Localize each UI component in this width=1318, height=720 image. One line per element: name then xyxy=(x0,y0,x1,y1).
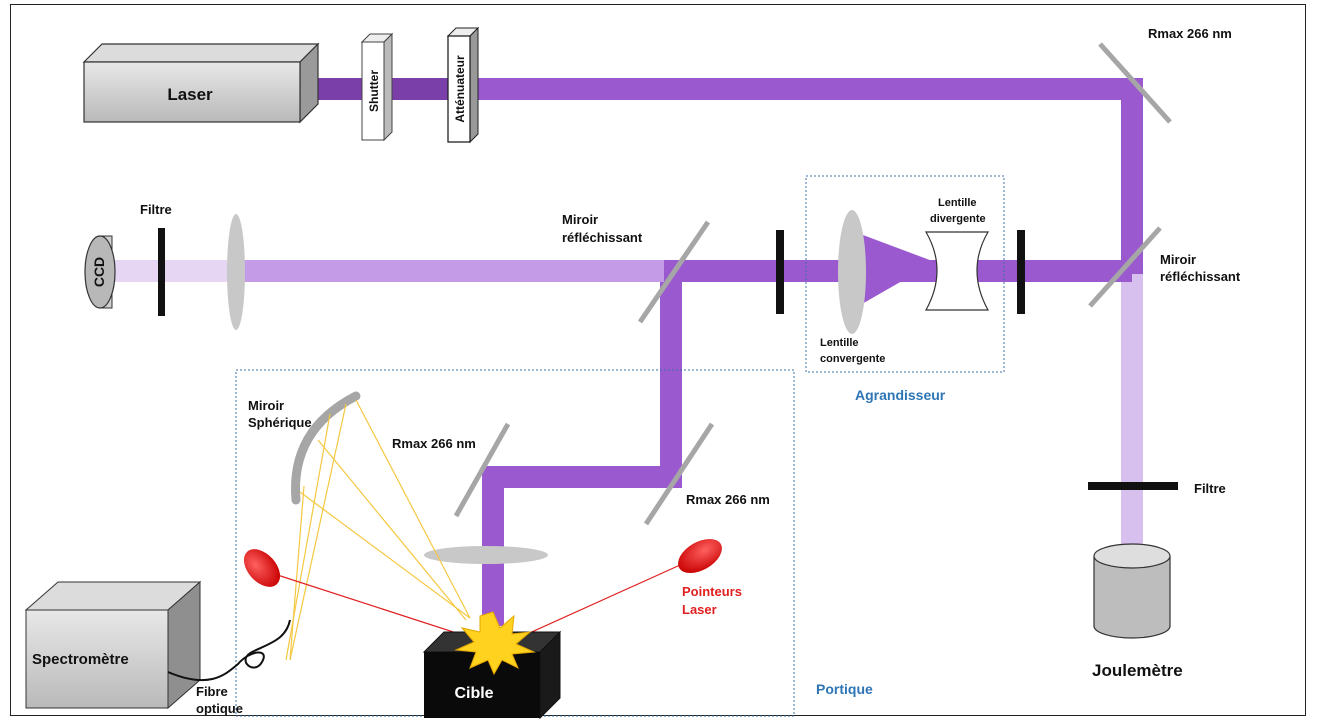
miroir-left-label-2: réfléchissant xyxy=(562,230,643,245)
plasma-burst-icon xyxy=(454,611,536,676)
beam-portique-horizontal xyxy=(482,466,682,488)
mirror-rmax-inner-left xyxy=(453,422,511,518)
lens-focusing xyxy=(424,546,548,564)
miroir-right-label-1: Miroir xyxy=(1160,252,1196,267)
ccd-label: CCD xyxy=(91,257,107,287)
miroir-right-label-2: réfléchissant xyxy=(1160,269,1241,284)
mirror-rmax-top xyxy=(1098,42,1172,124)
lens-ccd xyxy=(227,214,245,330)
laser-beams xyxy=(110,78,1143,626)
beam-to-target xyxy=(482,466,504,626)
lens-converging xyxy=(838,210,866,334)
lentille-div-label-1: Lentille xyxy=(938,197,977,209)
spectrometre-label: Spectromètre xyxy=(32,651,129,668)
miroir-left-label-1: Miroir xyxy=(562,212,598,227)
mirror-reflecting-right xyxy=(1088,226,1162,308)
beam-shutter-to-attenuator xyxy=(388,78,448,100)
rmax-inner-left-label: Rmax 266 nm xyxy=(392,436,476,451)
fibre-label-2: optique xyxy=(196,701,243,716)
miroir-sph-label-2: Sphérique xyxy=(248,415,312,430)
spherical-mirror xyxy=(291,391,361,505)
lentille-conv-label-1: Lentille xyxy=(820,337,859,349)
beam-to-joulemetre xyxy=(1121,274,1143,552)
beam-expander-cone xyxy=(855,232,935,308)
portique-label: Portique xyxy=(816,681,873,697)
mirror-rmax-inner-right xyxy=(643,422,715,526)
beam-ccd-pale xyxy=(110,260,236,282)
pointeurs-label-2: Laser xyxy=(682,602,717,617)
attenuator-label: Atténuateur xyxy=(453,55,467,123)
rmax-top-label: Rmax 266 nm xyxy=(1148,26,1232,41)
laser-label: Laser xyxy=(167,85,213,104)
lentille-div-label-2: divergente xyxy=(930,213,986,225)
pointer-laser-right xyxy=(513,538,722,641)
filter-left xyxy=(158,228,165,316)
filter-right xyxy=(1088,482,1178,490)
agrandisseur-box xyxy=(805,175,1005,373)
pointer-laser-left xyxy=(243,549,479,641)
joulemetre-label: Joulemètre xyxy=(1092,661,1183,680)
pointeurs-label-1: Pointeurs xyxy=(682,584,742,599)
spectrometre: Spectromètre xyxy=(24,580,202,710)
agrandisseur-label: Agrandisseur xyxy=(855,387,946,403)
mirror-reflecting-left xyxy=(637,220,711,324)
collection-rays xyxy=(285,399,471,661)
beam-top-horizontal xyxy=(474,78,1142,100)
fibre-label-1: Fibre xyxy=(196,684,228,699)
beam-to-ccd xyxy=(236,260,664,282)
optical-fiber xyxy=(167,619,291,682)
rmax-inner-right-label: Rmax 266 nm xyxy=(686,492,770,507)
aperture-left xyxy=(776,230,784,314)
attenuator: Atténuateur xyxy=(446,26,480,144)
lentille-conv-label-2: convergente xyxy=(820,353,885,365)
filtre-right-label: Filtre xyxy=(1194,481,1226,496)
filtre-left-label: Filtre xyxy=(140,202,172,217)
beam-right-vertical xyxy=(1121,78,1143,274)
ccd-camera: CCD xyxy=(84,235,116,309)
cible-label: Cible xyxy=(454,685,493,702)
miroir-sph-label-1: Miroir xyxy=(248,398,284,413)
joulemetre: Joulemètre xyxy=(1092,543,1183,680)
lens-diverging xyxy=(924,231,990,311)
shutter: Shutter xyxy=(360,32,394,142)
aperture-right xyxy=(1017,230,1025,314)
shutter-label: Shutter xyxy=(367,70,381,112)
beam-down-center xyxy=(660,282,682,476)
laser-source: Laser xyxy=(82,42,320,124)
